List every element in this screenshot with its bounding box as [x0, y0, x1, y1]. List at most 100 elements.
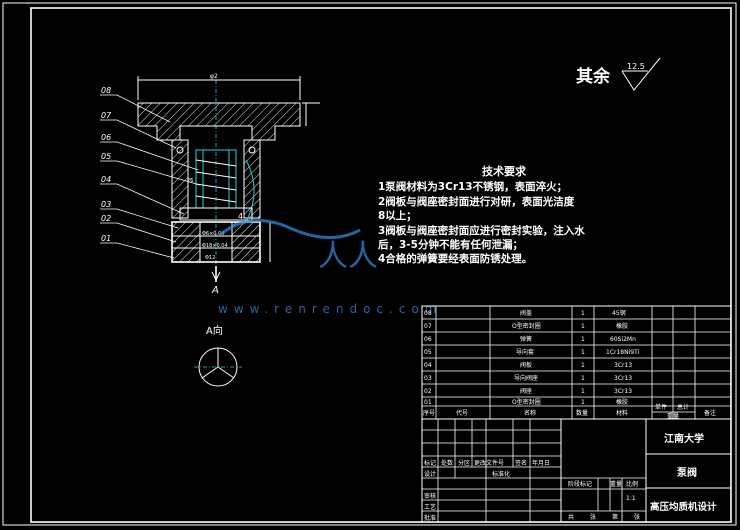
- bom-row-material: 橡胶: [616, 322, 628, 330]
- bom-row-qty: 1: [581, 388, 585, 395]
- bom-table: 08 阀盖 1 45钢 07 O型密封圈 1 橡胶 06 弹簧 1 60Si2M…: [421, 305, 732, 420]
- role-standard: 标准化: [492, 470, 510, 478]
- sheet-total: 共: [568, 513, 574, 521]
- rev-header: 标记: [424, 459, 436, 467]
- a-view: A向: [194, 324, 242, 387]
- bom-header-name: 名称: [524, 409, 536, 417]
- o-ring-icon: [176, 146, 184, 154]
- company-name: 江南大学: [664, 432, 704, 445]
- bom-row-material: 3Cr13: [614, 362, 632, 369]
- callout-06: 06: [101, 133, 111, 142]
- scale-label: 比例: [626, 480, 638, 488]
- callout-03: 03: [101, 200, 111, 209]
- role-review: 审核: [424, 492, 436, 500]
- rev-header: 年月日: [532, 459, 550, 467]
- bom-row-material: 1Cr18Ni9Ti: [606, 349, 640, 356]
- bom-header-note: 备注: [704, 409, 716, 417]
- bom-row-material: 橡胶: [616, 398, 628, 406]
- sheet-number: 第: [612, 513, 618, 521]
- weight-label: 重量: [610, 480, 622, 488]
- bom-row-qty: 1: [581, 362, 585, 369]
- rev-header: 签名: [515, 459, 527, 467]
- bom-header-weight: 重量: [667, 412, 679, 420]
- scale-value: 1:1: [626, 495, 636, 502]
- inner-label-2: Φ18×0.04: [202, 243, 228, 249]
- section-view: φ2 26 4 Φ6×0.04 Φ18×0.04 Φ12: [137, 73, 320, 296]
- bom-row-no: 05: [424, 349, 432, 356]
- watermark-url: www.renrendoc.com: [218, 302, 442, 316]
- surface-finish-label: 其余: [576, 66, 611, 87]
- dimension-top: φ2: [210, 73, 218, 80]
- bom-row-name: O型密封圈: [512, 322, 541, 330]
- dimension-side: 26: [187, 178, 193, 184]
- bom-row-no: 04: [424, 362, 432, 369]
- bom-header-qty: 数量: [576, 409, 588, 417]
- inner-label-1: Φ6×0.04: [202, 231, 224, 237]
- sheet-unit: 张: [590, 513, 596, 521]
- callout-04: 04: [101, 175, 111, 184]
- bom-row-name: 导向套: [516, 348, 534, 356]
- bom-row-name: 阀座: [520, 387, 532, 395]
- callout-02: 02: [101, 214, 111, 223]
- callout-05: 05: [101, 152, 111, 161]
- bom-row-no: 03: [424, 375, 432, 382]
- callouts: 08 07 06 05 04 03 02 01: [100, 86, 201, 259]
- tech-line-4: 3阀板与阀座密封面应进行密封实验，注入水: [378, 224, 585, 237]
- tech-line-3: 8以上；: [378, 209, 417, 222]
- section-label: A: [211, 285, 219, 296]
- callout-01: 01: [101, 234, 111, 243]
- rev-header: 更改文件号: [474, 459, 504, 467]
- spring-side-icon: [245, 159, 255, 223]
- surface-finish-mark: 其余 12.5: [576, 57, 661, 91]
- sheet-unit: 张: [634, 513, 640, 521]
- bom-row-no: 01: [424, 399, 432, 406]
- bom-row-material: 60Si2Mn: [610, 336, 636, 343]
- bom-row-qty: 1: [581, 375, 585, 382]
- tech-requirements: 技术要求 1泵阀材料为3Cr13不锈钢，表面淬火； 2阀板与阀座密封面进行对研，…: [378, 164, 585, 265]
- bom-header-unit-weight: 单件: [655, 403, 667, 411]
- tech-line-5: 后，3-5分钟不能有任何泄漏；: [378, 238, 523, 251]
- bom-row-name: 阀盖: [520, 309, 532, 317]
- role-process: 工艺: [424, 503, 436, 511]
- part-08-cap: [137, 102, 301, 141]
- part-04-valve-plate: [179, 207, 253, 221]
- bom-row-qty: 1: [581, 323, 585, 330]
- tech-line-6: 4合格的弹簧要经表面防锈处理。: [378, 252, 532, 265]
- bom-row-qty: 1: [581, 349, 585, 356]
- inner-border: [30, 7, 732, 523]
- tech-title: 技术要求: [482, 164, 527, 178]
- bom-row-material: 3Cr13: [614, 388, 632, 395]
- bom-row-no: 02: [424, 388, 432, 395]
- bom-row-no: 06: [424, 336, 432, 343]
- view-label: A向: [206, 324, 223, 337]
- tech-line-2: 2阀板与阀座密封面进行对研，表面光洁度: [378, 195, 575, 208]
- callout-07: 07: [101, 111, 112, 120]
- inner-label-0: 4: [238, 212, 243, 221]
- watermark-logo-icon: [219, 218, 361, 240]
- bom-row-material: 45钢: [612, 309, 626, 317]
- bom-row-name: O型密封圈: [512, 398, 541, 406]
- watermark: 人人 www.renrendoc.com: [218, 218, 442, 316]
- bom-row-no: 08: [424, 310, 432, 317]
- stage-label: 阶段标记: [568, 480, 592, 488]
- part-03-seat-outline: [171, 221, 261, 263]
- role-approve: 批准: [424, 514, 436, 522]
- rev-header: 处数: [441, 459, 453, 467]
- part-body-right: [243, 139, 261, 219]
- title-block: 标记 处数 分区 更改文件号 签名 年月日 设计 标准化 审核 工艺 批准 阶段…: [421, 418, 732, 523]
- bom-row-qty: 1: [581, 336, 585, 343]
- part-02-seat-left: [171, 221, 201, 263]
- bom-row-name: 导向阀座: [514, 374, 538, 382]
- roughness-value: 12.5: [627, 62, 645, 71]
- inner-label-3: Φ12: [205, 255, 215, 261]
- bom-header-total-weight: 总计: [677, 403, 689, 411]
- bom-row-name: 阀板: [520, 361, 532, 369]
- bom-header-code: 代号: [456, 409, 468, 417]
- bom-row-name: 弹簧: [520, 335, 532, 343]
- bom-row-material: 3Cr13: [614, 375, 632, 382]
- bom-header-material: 材料: [616, 409, 628, 417]
- bom-row-qty: 1: [581, 399, 585, 406]
- project-name: 高压均质机设计: [650, 501, 717, 513]
